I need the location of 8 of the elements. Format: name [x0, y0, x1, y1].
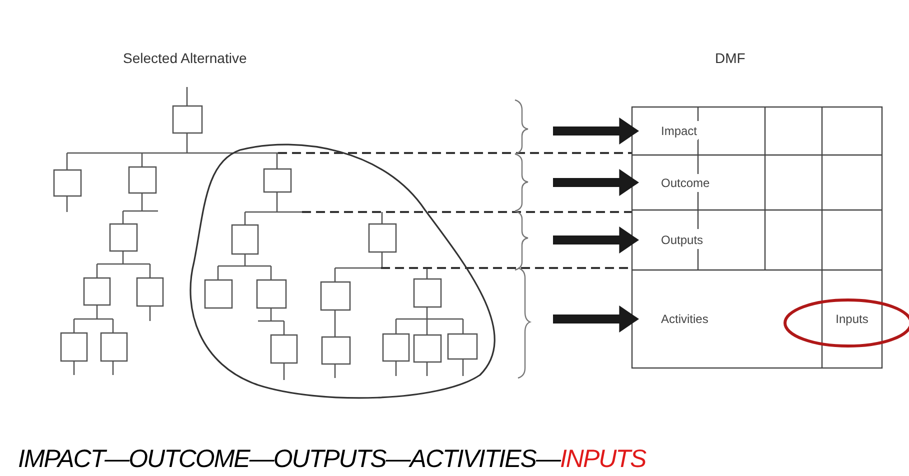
sequence-text: IMPACT—OUTCOME—OUTPUTS—ACTIVITIES—	[18, 444, 560, 475]
sequence-text: INPUTS	[560, 444, 646, 475]
column-heading: Selected Alternative	[123, 49, 247, 68]
arrow	[553, 306, 639, 332]
arrow	[553, 169, 639, 196]
arrow	[553, 118, 639, 144]
arrow	[553, 226, 639, 254]
column-heading: DMF	[715, 49, 746, 68]
